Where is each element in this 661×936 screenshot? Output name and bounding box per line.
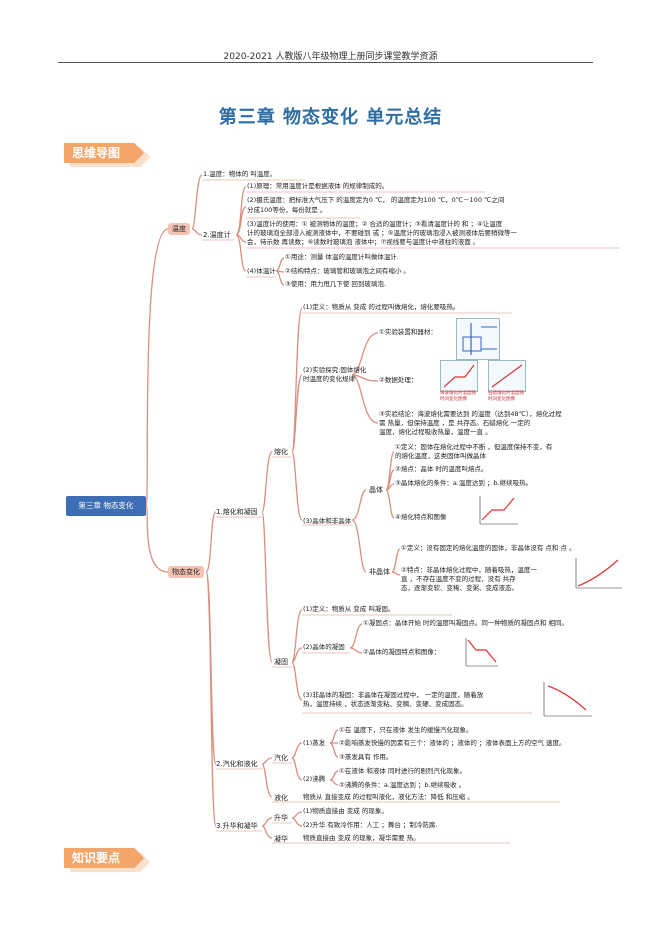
evap-cooling: ③蒸发具有 作用。 — [339, 753, 393, 761]
sublimation-use: (2)升华 有致冷作用：人工 ；舞台 ；制冷防腐. — [303, 821, 438, 829]
crystal-solidify: (2)晶体的凝固 — [303, 643, 345, 651]
section-key-points: 知识要点 — [64, 848, 144, 868]
deposition-def: 物质直接由 变成 的现象，凝华需要 热。 — [303, 834, 420, 842]
experiment-title2: 时温度的变化规律 — [303, 375, 355, 383]
celsius-line1: (2)摄氏温度：把标准大气压下 的温度定为0 ℃， 的温度定为100 ℃，0℃－… — [247, 196, 505, 204]
conclusion-line3: 温度，熔化过程吸收热量，温度一直 。 — [379, 428, 492, 436]
node-melt-solidify: 1.熔化和凝固 — [216, 508, 258, 516]
node-liquefaction: 液化 — [274, 794, 288, 802]
branch-state-change: 物态变化 — [168, 566, 204, 578]
boiling-condition: ②沸腾的条件：a.温度达到 ；b.继续吸收 。 — [339, 781, 466, 789]
solidify-def: (1)定义：物质从 变成 叫凝固。 — [303, 605, 395, 613]
node-sublimation-deposition: 3.升华和凝华 — [216, 822, 258, 830]
conclusion-line1: ③实验结论：海波熔化需要达到 的温度（达到48℃），熔化过程 — [379, 410, 562, 418]
clinical-structure: ②结构特点：玻璃管和玻璃泡之间有缩小 。 — [285, 267, 410, 275]
apparatus-figure — [456, 318, 500, 360]
noncrystal-melt-curve — [575, 558, 622, 589]
liquefaction-def: 物质从 直接变成 的过程叫液化，液化方法：降低 和压缩 。 — [303, 793, 474, 801]
node-melting: 熔化 — [274, 448, 288, 456]
melting-point: ②熔点：晶体 时的温度叫熔点。 — [395, 465, 488, 473]
boiling: (2)沸腾 — [303, 775, 326, 783]
experiment-setup: ①实验装置和器材： — [379, 328, 437, 336]
noncrystal-solidify-chart — [540, 680, 594, 720]
noncrystal-feat1: ②特点：非晶体熔化过程中，随着吸热，温度一 — [401, 566, 537, 574]
node-sublimation: 升华 — [274, 814, 288, 822]
chart-shila — [488, 360, 526, 392]
noncrystal-def: ①定义：没有固定的熔化温度的固体，非晶体没有 点和 点 。 — [401, 544, 576, 552]
node-vaporize-liquefy: 2.汽化和液化 — [216, 760, 258, 768]
boiling-def: ①在液体 和液体 同时进行的剧烈汽化现象。 — [339, 767, 466, 775]
evaporation: (1)蒸发 — [303, 739, 326, 747]
melting-condition: ③晶体熔化的条件：a.温度达到 ；b.继续吸热。 — [395, 479, 533, 487]
chart-haibo — [440, 360, 478, 392]
crystal-def2: 的熔化温度，这类固体叫做晶体 — [395, 452, 486, 460]
section-mindmap: 思维导图 — [64, 143, 144, 163]
clinical-usage: ③使用：用力甩几下使 回到玻璃泡. — [285, 280, 386, 288]
haibo-curve — [443, 364, 475, 388]
sublimation-def: (1)物质直接由 变成 的现象。 — [303, 807, 388, 815]
conclusion-line2: 需 热量，但保持温度 ，是 共存态。石蜡熔化 一定的 — [379, 419, 531, 427]
melting-def: (1)定义：物质从 变成 的过程叫做熔化，熔化要吸热。 — [303, 303, 460, 311]
noncrystal-solidify-curve — [543, 682, 592, 717]
experiment-title1: (2)实验探究:固体熔化 — [303, 366, 367, 374]
usage-line2: 计的玻璃泡全部浸入被测液体中，不要碰到 或 ；⑤温度计的玻璃泡浸入被测液体后要稍… — [247, 229, 517, 237]
node-temperature-def: 1.温度：物体的 叫温度。 — [203, 170, 277, 178]
apparatus-icon — [462, 323, 497, 355]
clinical-use: ①用途：测量 体温的温度计叫做体温计. — [285, 253, 399, 261]
evap-def: ①在 温度下，只在液体 发生的缓慢汽化现象。 — [339, 726, 473, 734]
page-header: 2020-2021 人教版八年级物理上册同步课堂教学资源 — [223, 52, 438, 62]
noncrystal-solidify1: (3)非晶体的凝固：非晶体在凝固过程中， 一定的温度，随着放 — [303, 691, 484, 699]
crystal-solidify-curve — [465, 638, 498, 667]
node-vaporization: 汽化 — [274, 754, 288, 762]
freezing-point: ①凝固点：晶体开始 时的温度叫凝固点。同一种物质的凝固点和 相同。 — [363, 619, 568, 627]
melting-features: ④熔化特点和图像 — [395, 513, 447, 521]
crystal-noncrystal: (3)晶体和非晶体 — [303, 517, 352, 525]
solidify-features: ②晶体的凝固特点和图像： — [363, 648, 441, 656]
noncrystal-melt-chart — [572, 556, 624, 592]
clinical-thermometer: (4)体温计 — [247, 267, 276, 275]
celsius-line2: 分成100等份，每份就是 。 — [247, 206, 327, 214]
shila-curve — [491, 364, 523, 388]
node-solidification: 凝固 — [274, 658, 288, 666]
thermometer-principle: (1)原理：常用温度计是根据液体 的规律制成的。 — [247, 182, 389, 190]
noncrystal-feat3: 态，逐渐变软、变稀、变粥、变成液态。 — [401, 584, 518, 592]
mindmap-root: 第三章 物态变化 — [66, 496, 146, 516]
data-processing: ②数据处理： — [379, 376, 418, 384]
noncrystal-feat2: 直 ，不存在温度不变的过程，没有 共存 — [401, 575, 516, 583]
node-thermometer: 2.温度计 — [203, 231, 231, 239]
usage-line3: 会，待示数 再读数；⑥读数时玻璃泡 液体中；⑦视线要与温度计中液柱的液面 。 — [247, 238, 480, 246]
node-noncrystal: 非晶体 — [369, 568, 390, 576]
node-crystal: 晶体 — [369, 486, 383, 494]
caption-shila: 石蜡熔化时温度随时间变化图像 — [488, 391, 524, 402]
crystal-melt-chart — [476, 494, 520, 528]
usage-line1: (3)温度计的使用：① 被测物体的温度；② 合适的温度计；③看清温度计的 和 ；… — [247, 220, 503, 228]
evap-factors: ②影响蒸发快慢的因素有三个：液体的 ；液体的 ；液体表面上方的空气 速度。 — [339, 739, 566, 747]
branch-temperature: 温度 — [168, 223, 190, 235]
crystal-def1: ①定义：固体在熔化过程中不断 ，但温度保持不变，有 — [395, 443, 553, 451]
header-rule — [58, 62, 593, 63]
crystal-solidify-chart — [462, 636, 500, 670]
page-title: 第三章 物态变化 单元总结 — [218, 107, 443, 128]
node-deposition: 凝华 — [274, 835, 288, 843]
crystal-melt-curve — [479, 496, 518, 525]
noncrystal-solidify2: 热，温度持续 ，状态逐渐变粘、变稠、变硬、变成固态。 — [303, 700, 468, 708]
caption-haibo: 海波熔化时温度随时间变化图像 — [440, 391, 476, 402]
